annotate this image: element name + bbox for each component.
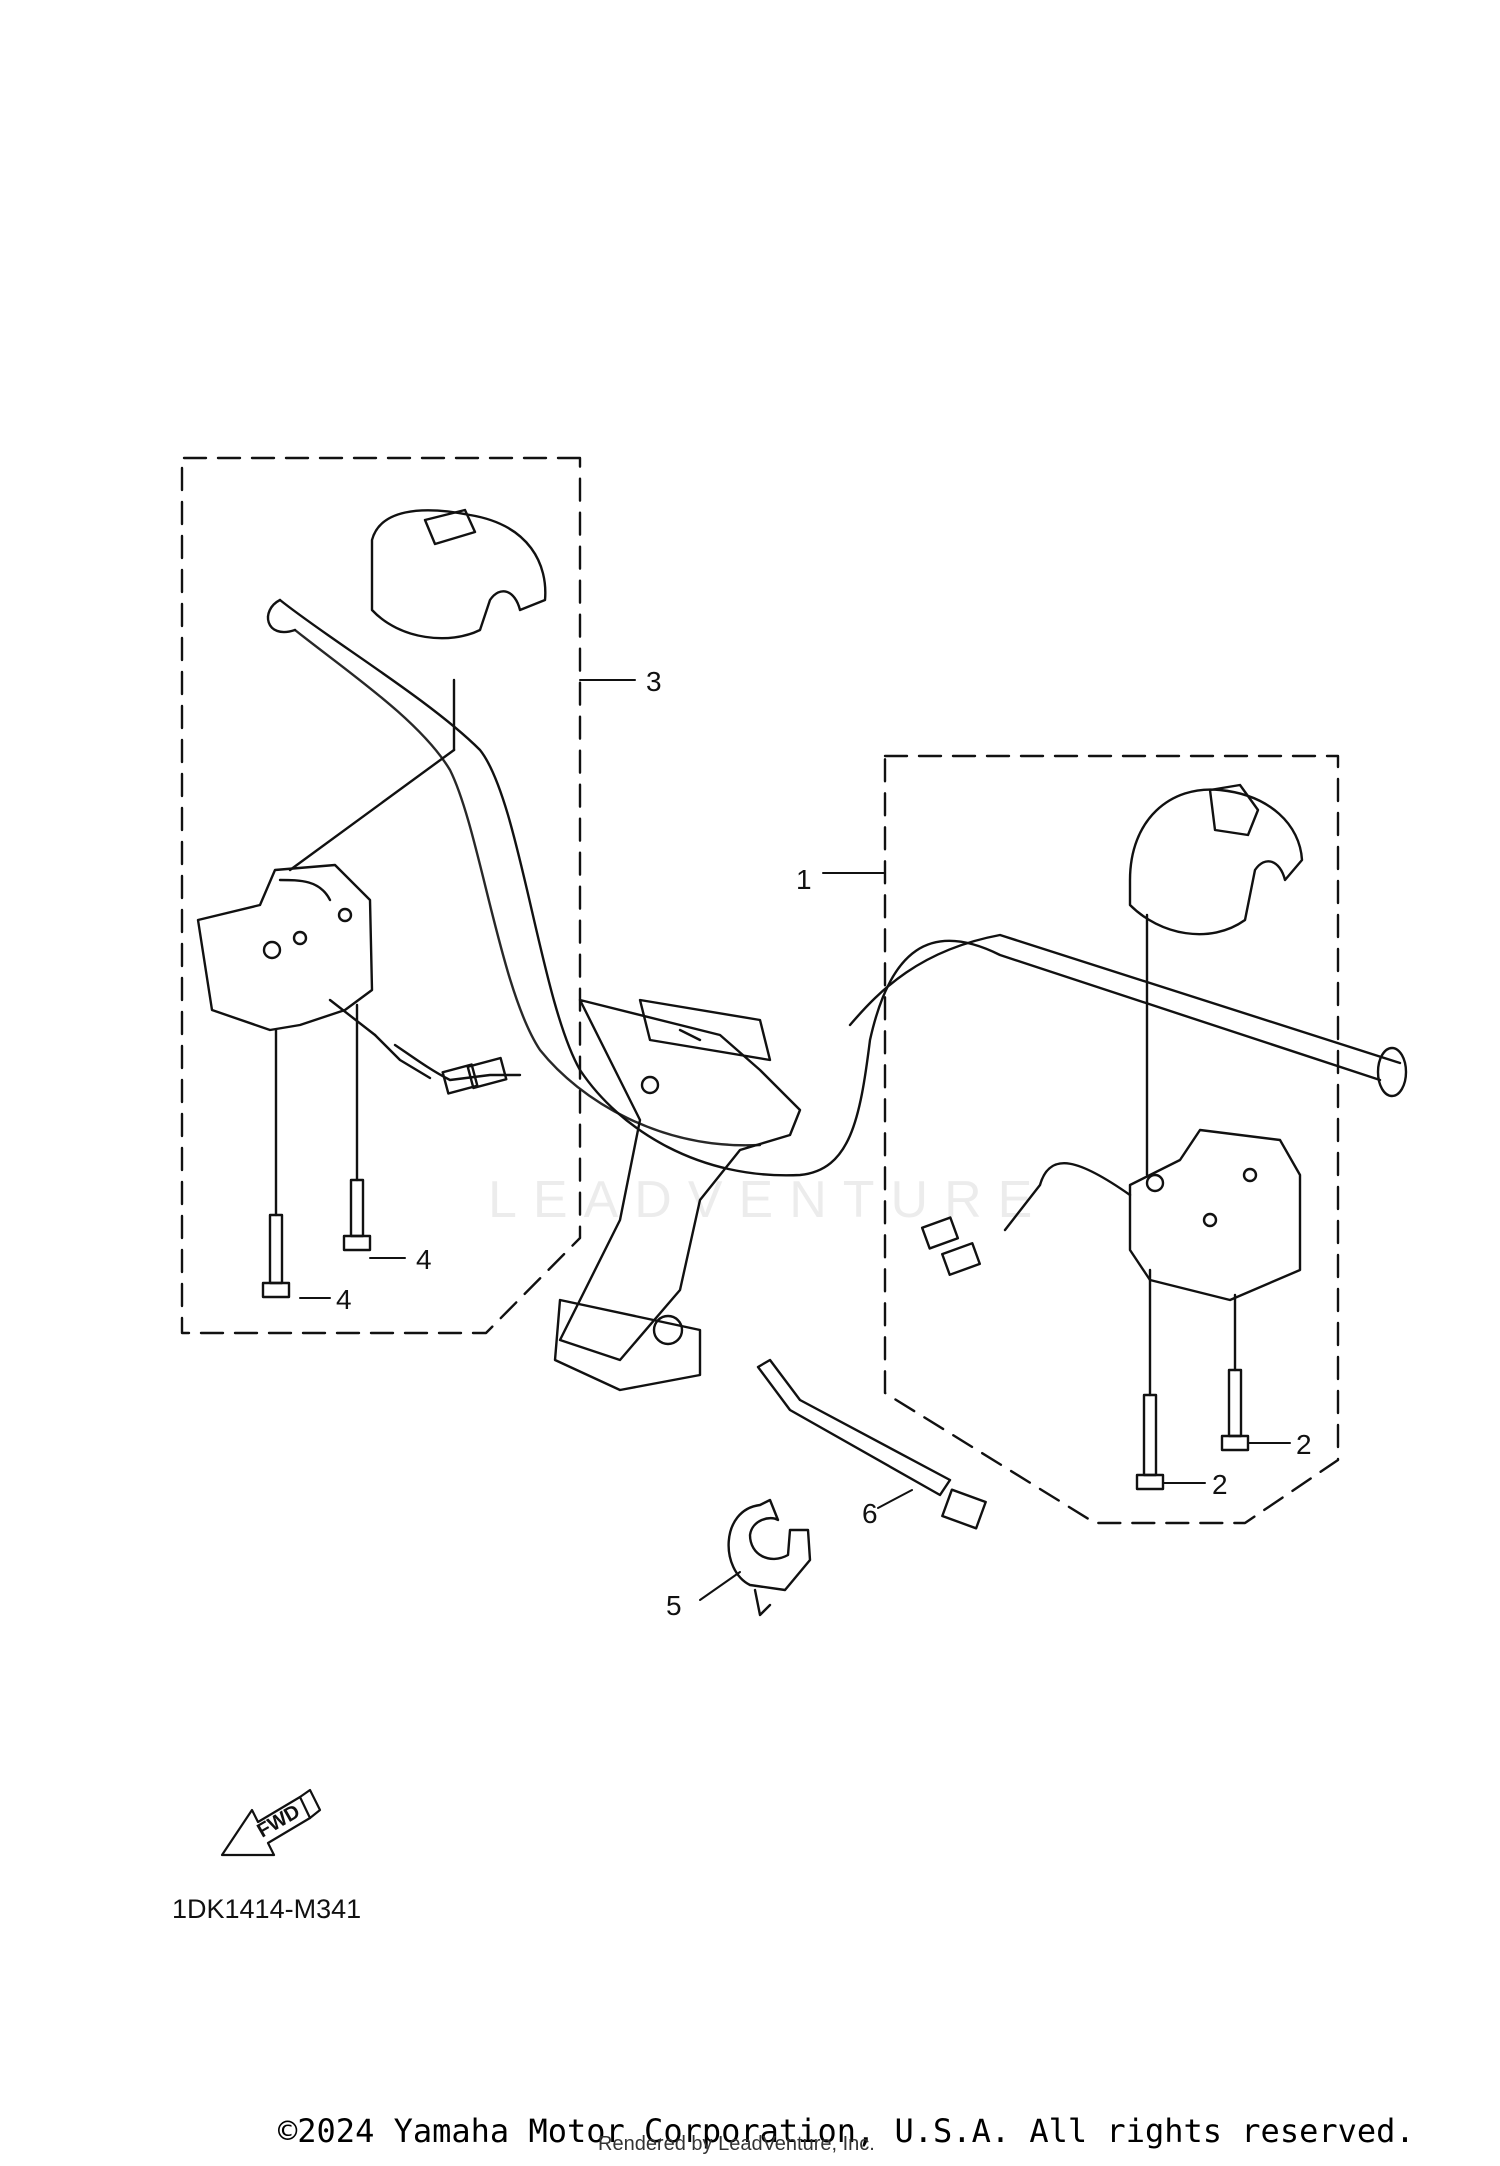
rendered-by-notice: Rendered by LeadVenture, Inc. xyxy=(598,2133,875,2155)
callout-5: 5 xyxy=(666,1590,682,1621)
screws-part-4 xyxy=(261,1003,372,1299)
callout-1: 1 xyxy=(796,864,812,895)
callout-2b: 2 xyxy=(1212,1469,1228,1500)
leader-lines xyxy=(299,679,1291,1601)
copyright-notice: ©2024 Yamaha Motor Corporation, U.S.A. A… xyxy=(278,2112,1415,2150)
steering-column xyxy=(553,998,802,1392)
screws-part-2 xyxy=(1135,1268,1250,1491)
left-switch-assembly xyxy=(196,508,547,1095)
group-box-left xyxy=(180,456,582,1335)
callout-4b: 4 xyxy=(336,1284,352,1315)
right-switch-assembly xyxy=(920,783,1304,1302)
callout-2a: 2 xyxy=(1296,1429,1312,1460)
callout-6: 6 xyxy=(862,1498,878,1529)
cable-tie-part-6 xyxy=(756,1358,987,1530)
clamp-part-5 xyxy=(727,1498,812,1617)
handlebar xyxy=(266,598,1408,1177)
watermark-text: LEADVENTURE xyxy=(488,1171,1049,1229)
callout-4a: 4 xyxy=(416,1244,432,1275)
group-box-right xyxy=(883,754,1340,1525)
callout-3: 3 xyxy=(646,666,662,697)
fwd-arrow xyxy=(220,1788,322,1857)
diagram-code: 1DK1414-M341 xyxy=(172,1894,362,1924)
